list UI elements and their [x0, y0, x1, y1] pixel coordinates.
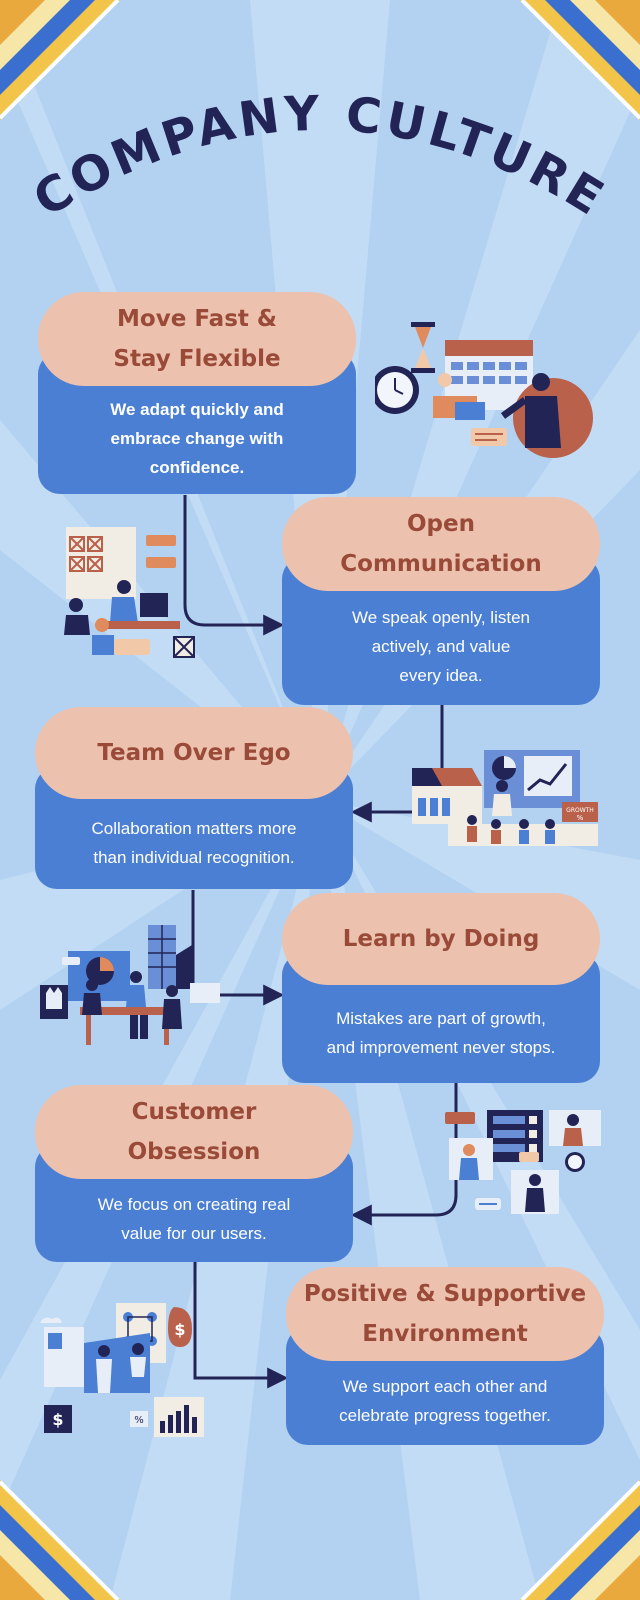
customer-feedback-illustration	[445, 1110, 601, 1214]
corner-decoration-top-left	[0, 0, 120, 120]
title-text: COMPANY CULTURE	[24, 90, 612, 228]
culture-card-customer-obsession: We focus on creating real value for our …	[35, 1085, 353, 1262]
culture-card-team-over-ego: Collaboration matters more than individu…	[35, 707, 353, 889]
time-management-illustration	[375, 322, 593, 458]
card-heading: Learn by Doing	[282, 893, 600, 985]
culture-card-move-fast: We adapt quickly and embrace change with…	[38, 292, 356, 494]
svg-text:GROWTH: GROWTH	[566, 807, 594, 814]
culture-card-positive-environment: We support each other and celebrate prog…	[286, 1267, 604, 1445]
connector-5-6	[193, 1262, 289, 1389]
team-presentation-illustration: GROWTH %	[412, 750, 598, 846]
svg-text:$: $	[52, 1410, 63, 1429]
card-heading: Positive & Supportive Environment	[286, 1267, 604, 1361]
corner-decoration-bottom-left	[0, 1480, 120, 1600]
team-support-illustration: $ $ %	[40, 1303, 204, 1437]
card-heading: Customer Obsession	[35, 1085, 353, 1179]
card-heading: Move Fast & Stay Flexible	[38, 292, 356, 386]
svg-text:COMPANY CULTURE: COMPANY CULTURE	[24, 90, 616, 228]
svg-text:$: $	[174, 1320, 185, 1339]
card-heading: Open Communication	[282, 497, 600, 591]
team-planning-illustration	[64, 527, 195, 658]
connector-4-5	[350, 1083, 458, 1226]
connector-1-2	[183, 495, 285, 636]
svg-text:%: %	[134, 1415, 144, 1426]
corner-decoration-top-right	[520, 0, 640, 120]
corner-decoration-bottom-right	[520, 1480, 640, 1600]
culture-card-learn-by-doing: Mistakes are part of growth, and improve…	[282, 893, 600, 1083]
svg-text:%: %	[577, 814, 584, 822]
card-heading: Team Over Ego	[35, 707, 353, 799]
culture-card-open-communication: We speak openly, listen actively, and va…	[282, 497, 600, 705]
learning-meeting-illustration	[40, 925, 220, 1045]
page-title: COMPANY CULTURE	[24, 90, 616, 228]
